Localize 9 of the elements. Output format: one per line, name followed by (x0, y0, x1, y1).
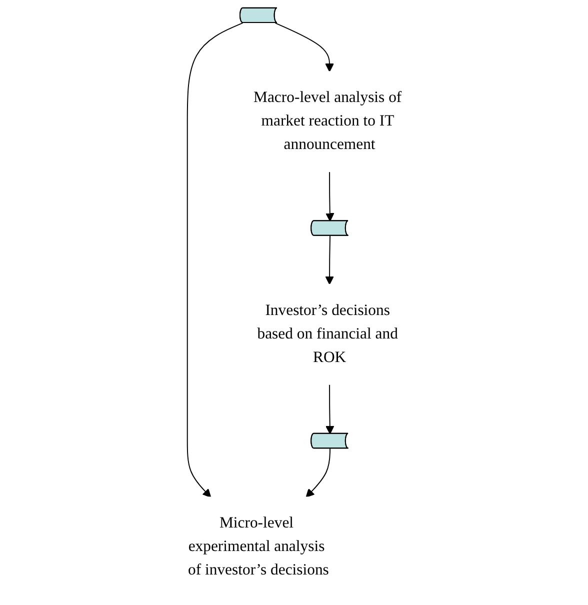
arrow (326, 171, 334, 222)
node-text: Macro-level analysis of market reaction to IT announcement (254, 89, 402, 153)
node-text: Investor’s decisions based on financial and ROK (257, 302, 398, 366)
arrow (326, 384, 334, 434)
arrow (306, 448, 331, 498)
arrow (325, 235, 334, 285)
arrow (186, 22, 244, 498)
arrow (274, 22, 334, 72)
node-text: Micro-level experimental analysis of investor’s decisions (188, 514, 329, 579)
